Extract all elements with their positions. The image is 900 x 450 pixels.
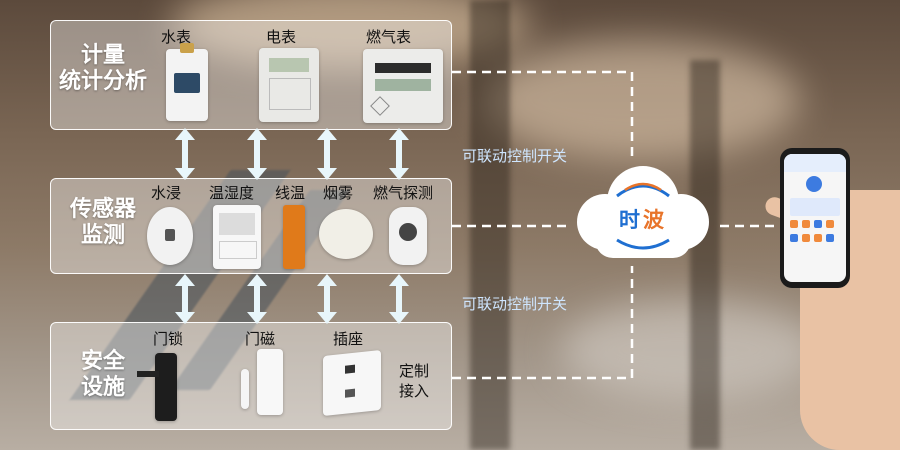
double-arrow bbox=[247, 128, 267, 180]
brand-char-1: 时 bbox=[619, 208, 640, 232]
background-light bbox=[170, 0, 530, 70]
sensors-panel: 传感器 监测 水浸 温湿度 线温 烟雾 燃气探测 bbox=[50, 178, 452, 274]
device-label-gas-detector: 燃气探测 bbox=[373, 184, 434, 202]
dashed-connectors bbox=[452, 70, 780, 380]
custom-access-line1: 定制 bbox=[399, 362, 430, 380]
background-light bbox=[480, 40, 800, 160]
custom-access-line2: 接入 bbox=[399, 382, 430, 400]
cloud-icon bbox=[577, 166, 709, 258]
double-arrow bbox=[317, 274, 337, 324]
device-label-smoke: 烟雾 bbox=[323, 184, 354, 202]
gas-detector-image bbox=[389, 207, 427, 265]
background-light bbox=[560, 300, 820, 400]
phone-screen bbox=[784, 154, 846, 282]
metering-panel: 计量 统计分析 水表 电表 燃气表 bbox=[50, 20, 452, 130]
metering-title: 计量 统计分析 bbox=[53, 43, 153, 95]
door-lock-image bbox=[137, 353, 177, 421]
device-label-temp-humidity: 温湿度 bbox=[209, 184, 255, 202]
water-leak-sensor-image bbox=[147, 207, 193, 265]
custom-access-label: 定制 接入 bbox=[399, 361, 429, 401]
double-arrow bbox=[389, 274, 409, 324]
metering-title-line2: 统计分析 bbox=[58, 69, 147, 94]
safety-panel: 安全 设施 门锁 门磁 插座 定制 接入 bbox=[50, 322, 452, 430]
safety-title: 安全 设施 bbox=[53, 349, 153, 401]
linkage-label-lower: 可联动控制开关 bbox=[462, 295, 568, 313]
smartphone bbox=[780, 148, 850, 288]
device-label-door-contact: 门磁 bbox=[245, 330, 276, 348]
sensors-title-line2: 监测 bbox=[80, 223, 125, 248]
arrow-group-lower bbox=[175, 274, 409, 324]
device-label-electric-meter: 电表 bbox=[266, 28, 297, 46]
electric-meter-image bbox=[259, 48, 319, 122]
arrow-group-upper bbox=[175, 128, 409, 180]
double-arrow bbox=[175, 274, 195, 324]
connector-metering-to-cloud bbox=[452, 70, 634, 160]
background-pillar bbox=[690, 60, 720, 450]
temp-humidity-sensor-image bbox=[213, 205, 261, 269]
device-label-water-leak: 水浸 bbox=[151, 184, 182, 202]
cable-temp-sensor-image bbox=[283, 205, 305, 269]
device-label-cable-temp: 线温 bbox=[275, 184, 306, 202]
door-contact-image bbox=[241, 369, 249, 409]
metering-title-line1: 计量 bbox=[80, 43, 125, 68]
gas-meter-image bbox=[363, 49, 443, 123]
device-label-door-lock: 门锁 bbox=[153, 330, 184, 348]
cloud-platform: 时 波 bbox=[565, 158, 720, 268]
double-arrow bbox=[175, 128, 195, 180]
safety-title-line2: 设施 bbox=[80, 375, 125, 400]
smoke-detector-image bbox=[319, 209, 373, 259]
sensors-title-line1: 传感器 bbox=[69, 197, 136, 222]
door-contact-image-main bbox=[257, 349, 283, 415]
linkage-label-upper: 可联动控制开关 bbox=[462, 147, 568, 165]
device-label-socket: 插座 bbox=[333, 330, 364, 348]
brand-char-2: 波 bbox=[643, 208, 664, 232]
sensors-title: 传感器 监测 bbox=[53, 197, 153, 249]
safety-title-line1: 安全 bbox=[80, 349, 125, 374]
double-arrow bbox=[317, 128, 337, 180]
connector-safety-to-cloud bbox=[452, 266, 634, 380]
device-label-gas-meter: 燃气表 bbox=[366, 28, 412, 46]
double-arrow bbox=[389, 128, 409, 180]
water-meter-image bbox=[166, 43, 208, 121]
double-arrow bbox=[247, 274, 267, 324]
device-label-water-meter: 水表 bbox=[161, 28, 192, 46]
